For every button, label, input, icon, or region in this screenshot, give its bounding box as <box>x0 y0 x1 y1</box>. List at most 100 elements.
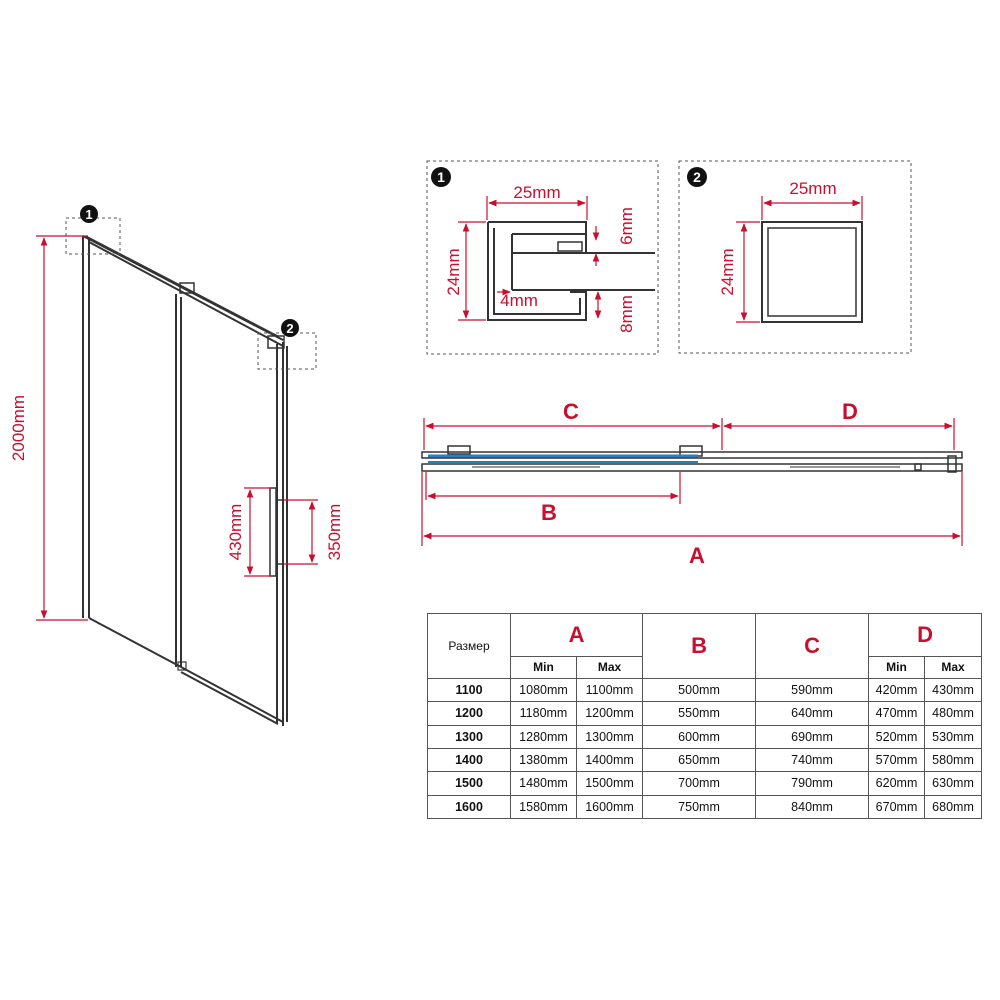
badge-2-icon: 2 <box>281 319 299 337</box>
size-header: Размер <box>427 613 511 679</box>
table-cell-b: 750mm <box>642 794 757 820</box>
table-cell-a-max: 1100mm <box>575 677 644 703</box>
handle-inner-label: 350mm <box>325 504 344 561</box>
table-cell-b: 500mm <box>642 677 757 703</box>
table-cell-c: 590mm <box>755 677 870 703</box>
door-frame <box>82 235 288 726</box>
detail-1-bottom-gap-label: 8mm <box>617 295 636 333</box>
height-label: 2000mm <box>9 395 28 461</box>
front-view: 1 2 2000mm 430mm 350mm <box>9 205 344 726</box>
d-min-header: Min <box>868 655 926 679</box>
detail-1-width-dimension <box>486 196 588 220</box>
table-cell-d-min: 620mm <box>868 771 926 796</box>
table-cell-d-max: 630mm <box>924 771 983 796</box>
table-cell-c: 840mm <box>755 794 870 820</box>
table-cell-c: 790mm <box>755 771 870 796</box>
detail-2-box <box>678 160 912 354</box>
table-cell-a-max: 1200mm <box>575 701 644 726</box>
top-view: C D B A <box>421 399 963 568</box>
table-cell-d-max: 480mm <box>924 701 983 726</box>
glass-panel-line <box>428 454 698 463</box>
column-b-header: B <box>642 613 757 679</box>
table-cell-a-min: 1580mm <box>510 794 577 820</box>
height-dimension <box>36 235 88 621</box>
corner-clamp <box>267 335 285 349</box>
column-c-header: C <box>755 613 870 679</box>
svg-text:1: 1 <box>85 207 92 222</box>
detail-2-width-dimension <box>761 196 863 220</box>
callout-box-2 <box>257 332 317 370</box>
detail-2-height-dimension <box>736 221 760 323</box>
door-handle <box>269 487 283 577</box>
svg-text:1: 1 <box>437 169 445 185</box>
table-cell-a-min: 1380mm <box>510 747 577 773</box>
detail-2-profile <box>761 221 863 323</box>
a-max-header: Max <box>575 655 644 679</box>
table-cell-b: 700mm <box>642 771 757 796</box>
detail-1-top-gap-label: 6mm <box>617 207 636 245</box>
table-cell-c: 690mm <box>755 724 870 749</box>
handle-inner-dimension <box>284 499 318 565</box>
table-cell-c: 640mm <box>755 701 870 726</box>
label-d: D <box>842 399 858 424</box>
table-cell-size: 1200 <box>427 701 511 726</box>
table-cell-a-max: 1600mm <box>575 794 644 820</box>
table-cell-d-max: 580mm <box>924 747 983 773</box>
detail-2-width-label: 25mm <box>789 179 836 198</box>
table-cell-d-min: 670mm <box>868 794 926 820</box>
table-cell-b: 650mm <box>642 747 757 773</box>
table-cell-c: 740mm <box>755 747 870 773</box>
dimension-c <box>423 418 723 450</box>
table-cell-a-max: 1400mm <box>575 747 644 773</box>
detail-1-inner-label: 4mm <box>500 291 538 310</box>
column-d-header: D <box>868 613 983 657</box>
label-b: B <box>541 500 557 525</box>
detail-2: 2 25mm 24mm <box>678 160 912 354</box>
a-min-header: Min <box>510 655 577 679</box>
dimension-a <box>421 472 963 546</box>
detail-2-badge-icon: 2 <box>687 167 707 187</box>
table-cell-d-min: 470mm <box>868 701 926 726</box>
detail-1-height-dimension <box>458 221 486 321</box>
table-cell-a-min: 1180mm <box>510 701 577 726</box>
table-cell-a-min: 1480mm <box>510 771 577 796</box>
table-cell-a-min: 1080mm <box>510 677 577 703</box>
table-cell-d-max: 430mm <box>924 677 983 703</box>
table-cell-d-max: 680mm <box>924 794 983 820</box>
table-cell-size: 1400 <box>427 747 511 773</box>
detail-1-badge-icon: 1 <box>431 167 451 187</box>
table-cell-d-max: 530mm <box>924 724 983 749</box>
detail-1-width-label: 25mm <box>513 183 560 202</box>
handle-outer-label: 430mm <box>226 504 245 561</box>
detail-1-box <box>426 160 659 355</box>
detail-1-height-label: 24mm <box>444 248 463 295</box>
table-cell-size: 1500 <box>427 771 511 796</box>
column-a-header: A <box>509 613 644 657</box>
svg-text:2: 2 <box>286 321 293 336</box>
bottom-guide <box>177 661 187 671</box>
table-cell-a-max: 1300mm <box>575 724 644 749</box>
table-cell-b: 550mm <box>642 701 757 726</box>
badge-1-icon: 1 <box>80 205 98 223</box>
svg-text:2: 2 <box>693 169 701 185</box>
rail-clamp <box>179 282 195 294</box>
detail-1: 1 25mm 24mm <box>426 160 659 355</box>
table-cell-a-min: 1280mm <box>510 724 577 749</box>
d-max-header: Max <box>924 655 983 679</box>
table-cell-d-min: 520mm <box>868 724 926 749</box>
handle-outer-dimension <box>244 487 272 577</box>
table-cell-size: 1600 <box>427 794 511 820</box>
table-cell-d-min: 570mm <box>868 747 926 773</box>
table-cell-a-max: 1500mm <box>575 771 644 796</box>
dimension-b <box>425 472 681 504</box>
top-view-rails <box>421 445 963 473</box>
